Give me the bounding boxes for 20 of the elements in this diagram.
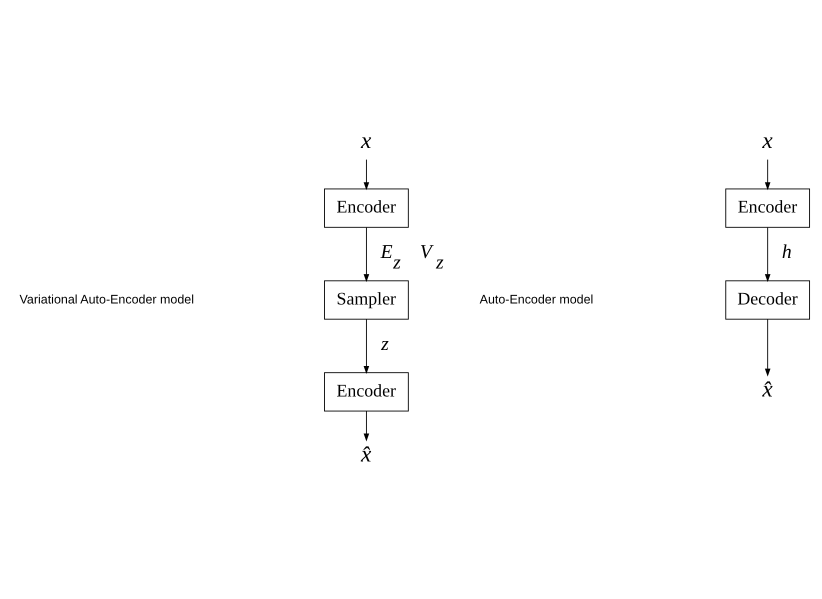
node-box: Sampler [324,280,409,320]
label: Variational Auto-Encoder model [20,292,194,306]
node-text: x̂ [762,376,773,402]
arrow [364,226,370,282]
arrow [764,226,770,282]
node-box: Decoder [725,280,810,320]
arrow [364,158,370,190]
node-text: x [762,127,773,154]
edge-label: h [782,242,792,263]
node-box: Encoder [324,188,409,228]
arrow [364,410,370,441]
node-text: x̂ [361,441,372,468]
arrow [364,318,370,374]
node-box: Encoder [324,372,409,411]
label: Auto-Encoder model [480,292,594,306]
arrow [764,318,770,376]
node-text: x [361,127,372,154]
node-box: Encoder [725,188,810,228]
arrow [764,158,770,190]
edge-label: z [381,334,389,355]
